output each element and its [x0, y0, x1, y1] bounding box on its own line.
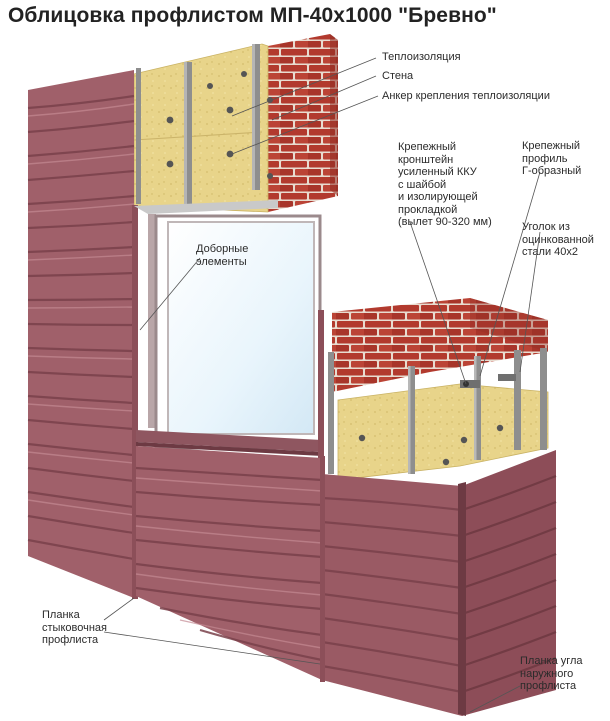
leader-profile	[479, 171, 541, 377]
label-profile: Крепежный профиль Г-образный	[522, 140, 582, 177]
left-cladding-panel	[27, 70, 138, 599]
leader-trim	[139, 257, 201, 331]
diagram-title: Облицовка профлистом МП-40х1000 "Бревно"	[8, 4, 497, 27]
lower-right-cladding	[320, 450, 557, 716]
label-trim: Доборные элементы	[196, 243, 249, 268]
label-anchor: Анкер крепления теплоизоляции	[382, 90, 550, 102]
label-insulation: Теплоизоляция	[382, 51, 461, 63]
leader-anchor	[231, 95, 379, 155]
label-wall: Стена	[382, 70, 414, 82]
leader-insulation	[231, 57, 377, 117]
label-corner-strip: Планка угла наружного профлиста	[520, 655, 583, 692]
lower-center-cladding	[135, 446, 323, 680]
leader-joint-2	[103, 631, 321, 665]
leader-angle	[519, 231, 541, 373]
leader-joint-1	[103, 597, 135, 621]
leader-lines	[103, 57, 541, 713]
leader-wall	[271, 75, 377, 121]
label-joint-strip: Планка стыковочная профлиста	[42, 609, 107, 646]
label-bracket: Крепежный кронштейн усиленный ККУ с шайб…	[398, 141, 492, 228]
upper-wall	[133, 34, 338, 213]
leader-bracket	[409, 221, 467, 385]
label-angle: Уголок из оцинкованной стали 40х2	[522, 221, 594, 258]
window	[134, 200, 324, 460]
leader-corner	[469, 685, 521, 713]
lower-right-wall	[328, 298, 549, 481]
